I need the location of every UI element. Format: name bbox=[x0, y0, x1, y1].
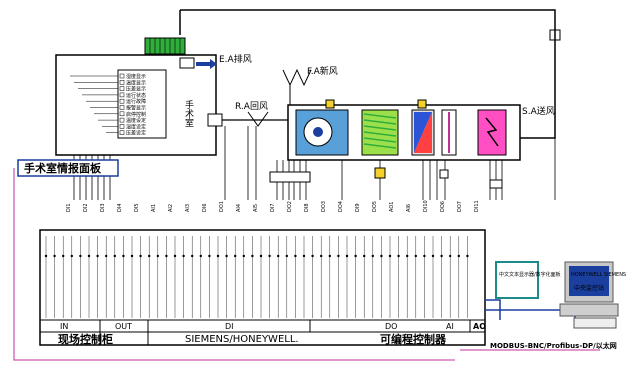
text-display bbox=[495, 261, 539, 299]
sensor-code: DI6 bbox=[202, 203, 208, 212]
list-item: 报警显示 bbox=[126, 105, 146, 112]
control-cabinet bbox=[39, 229, 486, 346]
sensor-code: DI2 bbox=[83, 203, 89, 212]
exhaust-damper bbox=[179, 57, 195, 69]
sensor-code: AI1 bbox=[151, 204, 157, 212]
sensor-code: DO5 bbox=[372, 201, 378, 212]
return-air-label: R.A回风 bbox=[235, 101, 268, 112]
bus-label: MODBUS-BNC/Profibus-DP/以太网 bbox=[490, 341, 617, 350]
sensor-code: DI7 bbox=[270, 203, 276, 212]
sensor-code: DI1 bbox=[66, 203, 72, 212]
supply-duct-top bbox=[180, 9, 556, 139]
io-ai: AI bbox=[446, 322, 454, 331]
sensor-code: DI4 bbox=[117, 203, 123, 212]
sensor-code: AI4 bbox=[236, 204, 242, 212]
list-item: 压差设定 bbox=[126, 130, 146, 137]
io-di: DI bbox=[225, 322, 234, 331]
list-item-box bbox=[119, 98, 125, 104]
sensor-code: DO4 bbox=[338, 201, 344, 212]
list-item-box bbox=[119, 86, 125, 91]
fan-motor-icon bbox=[325, 99, 335, 109]
list-item-box bbox=[119, 92, 125, 98]
text-display-label: 中文文本显示器/数字化面板 bbox=[499, 271, 561, 278]
list-item-box bbox=[119, 111, 125, 117]
status-list-panel bbox=[117, 69, 167, 139]
valve-icon bbox=[374, 167, 386, 179]
heater-section bbox=[477, 109, 507, 156]
panel-label: 手术室情报面板 bbox=[24, 161, 102, 175]
sensor-code: AI3 bbox=[185, 204, 191, 212]
supply-damper bbox=[549, 29, 561, 41]
io-do: DO bbox=[385, 322, 397, 331]
sensor-code: DI11 bbox=[474, 200, 480, 212]
cabinet-vendor: SIEMENS/HONEYWELL. bbox=[185, 334, 299, 345]
sensor-code: DI5 bbox=[134, 203, 140, 212]
panel-label-box bbox=[17, 159, 119, 177]
list-item-box bbox=[119, 124, 125, 129]
sensor-code: AI2 bbox=[168, 204, 174, 212]
list-item: 湿度显示 bbox=[126, 73, 146, 80]
monitor-label: 中央监控站 bbox=[574, 284, 604, 292]
sensor-code: DO3 bbox=[321, 201, 327, 212]
list-item: 温度显示 bbox=[126, 79, 146, 86]
list-item: 启停控制 bbox=[126, 111, 146, 118]
sensor-code: AI5 bbox=[253, 204, 259, 212]
return-damper bbox=[207, 113, 223, 127]
sensor-code: DO6 bbox=[440, 201, 446, 212]
cabinet-title: 现场控制柜 bbox=[58, 332, 113, 346]
io-out: OUT bbox=[115, 322, 132, 331]
list-item-box bbox=[119, 80, 125, 85]
list-item: 湿度设定 bbox=[126, 123, 146, 130]
sensor-code: DI3 bbox=[100, 203, 106, 212]
field-wire bbox=[13, 168, 455, 361]
sensor-code: DO2 bbox=[287, 201, 293, 212]
exhaust-arrow-icon bbox=[196, 59, 217, 69]
io-in: IN bbox=[60, 322, 68, 331]
list-item-box bbox=[119, 73, 125, 79]
supply-air-label: S.A送风 bbox=[522, 105, 555, 117]
list-item-box bbox=[119, 105, 125, 110]
sensor-code: DO7 bbox=[457, 201, 463, 212]
pc-label: HONEYWELL SIEMENS bbox=[571, 272, 626, 278]
fresh-air-louver bbox=[282, 68, 312, 87]
io-ao: AO bbox=[473, 322, 486, 331]
sensor-code: DO1 bbox=[219, 201, 225, 212]
controller-label: 可编程控制器 bbox=[380, 332, 447, 346]
list-item: 温度设定 bbox=[126, 117, 146, 124]
room-title: 手术室 bbox=[183, 99, 194, 127]
sensor-code: DI10 bbox=[423, 200, 429, 212]
lightning-icon bbox=[485, 117, 499, 147]
exhaust-label: E.A排风 bbox=[219, 53, 252, 65]
sensor-code: AI6 bbox=[406, 204, 412, 212]
list-item-box bbox=[119, 117, 125, 123]
fresh-air-label: F.A新风 bbox=[307, 65, 338, 77]
list-item-box bbox=[119, 130, 125, 135]
sensor-code: AO1 bbox=[389, 202, 395, 212]
keyboard-icon bbox=[573, 317, 617, 329]
sensor-code: DI8 bbox=[304, 203, 310, 212]
list-item: 压差显示 bbox=[126, 86, 146, 93]
sensor-code: DI9 bbox=[355, 203, 361, 212]
fan-starter-box bbox=[269, 171, 311, 183]
list-item: 运行状态 bbox=[126, 92, 146, 99]
monitor-screen bbox=[569, 266, 609, 296]
list-item: 运行故障 bbox=[126, 98, 146, 105]
pc-base bbox=[559, 303, 619, 317]
